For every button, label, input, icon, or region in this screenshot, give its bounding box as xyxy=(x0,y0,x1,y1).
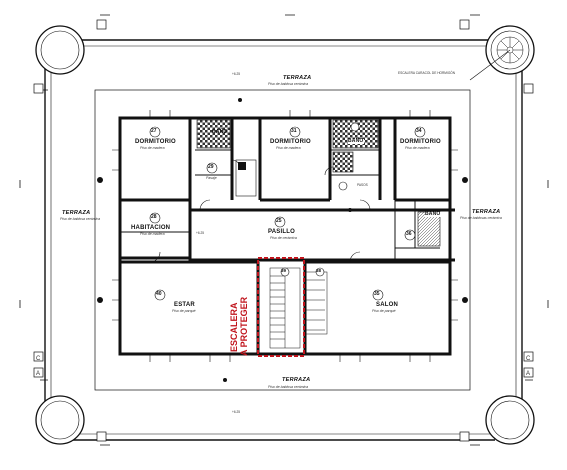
stair-flights xyxy=(269,267,328,349)
minor-walls xyxy=(120,149,440,260)
terrace-label-top: TERRAZA xyxy=(283,75,312,81)
room-label-estar: ESTAR xyxy=(174,302,195,308)
room-floor: Piso de parqué xyxy=(372,309,396,313)
spiral-stair xyxy=(496,36,524,64)
bath-tiles-left xyxy=(196,119,231,149)
section-mark: C xyxy=(36,356,41,362)
room-floor: Piso de parqué xyxy=(172,309,196,313)
terrace-label-bottom: TERRAZA xyxy=(282,377,311,383)
stair-number: 38 xyxy=(316,268,322,273)
room-label-bano-left: BAÑO xyxy=(212,129,228,135)
section-mark: A xyxy=(36,371,41,377)
terrace-label-right: TERRAZA xyxy=(472,209,501,215)
a-proteger-label: A PROTEGER xyxy=(239,296,249,356)
terrace-floor-right: Piso de baldosas cerámica xyxy=(460,216,502,220)
room-number: 25 xyxy=(276,218,282,224)
room-number: 31 xyxy=(291,128,297,134)
level-mark: +6.25 xyxy=(232,410,241,414)
room-label-dormitorio-right: DORMITORIO xyxy=(400,139,441,145)
terrace-floor-top: Piso de baldosa cerámica xyxy=(268,82,309,86)
room-floor: Piso de cerámica xyxy=(270,236,297,240)
escalera-label: ESCALERA xyxy=(229,302,239,352)
room-label-bano-center: BAÑO xyxy=(348,138,364,144)
room-label-pasillo: PASILLO xyxy=(268,229,295,235)
room-floor: Piso de madera xyxy=(405,146,430,150)
room-number: 35 xyxy=(374,291,380,297)
room-label-bano-right: BAÑO xyxy=(425,211,441,217)
room-number: 34 xyxy=(416,128,422,134)
room-number: 27 xyxy=(151,128,157,134)
outer-parapet xyxy=(44,39,523,441)
room-number: 36 xyxy=(406,231,412,237)
terrace-floor-bottom: Piso de baldosa cerámica xyxy=(268,385,309,389)
room-label-dormitorio-center: DORMITORIO xyxy=(270,139,311,145)
room-floor: Piso de madera xyxy=(140,232,165,236)
room-number: 40 xyxy=(156,291,162,297)
stair-number: 39 xyxy=(281,268,287,273)
section-mark: C xyxy=(526,356,531,362)
bath-right-hatch xyxy=(417,211,441,247)
room-number: 29 xyxy=(208,164,214,170)
room-label-pasaje: Pasaje xyxy=(206,176,217,180)
room-floor: Piso de madera xyxy=(276,146,301,150)
terrace-label-left: TERRAZA xyxy=(62,210,91,216)
room-label-salon: SALON xyxy=(376,302,398,308)
terrace-floor-left: Piso de baldosa cerámica xyxy=(60,217,101,221)
door-swings xyxy=(112,110,458,362)
level-mark: +6.25 xyxy=(232,72,241,76)
room-label-habitacion: HABITACION xyxy=(131,225,171,231)
room-floor: Piso de madera xyxy=(140,146,165,150)
room-label-dormitorio-left: DORMITORIO xyxy=(135,139,176,145)
room-label-paso: PASOS xyxy=(357,183,368,187)
spiral-stair-note: ESCALERA CARACOL DE HORMIGÓN xyxy=(398,71,456,75)
room-number: 28 xyxy=(151,214,157,220)
level-mark: +6.25 xyxy=(196,231,205,235)
section-mark: A xyxy=(526,371,531,377)
